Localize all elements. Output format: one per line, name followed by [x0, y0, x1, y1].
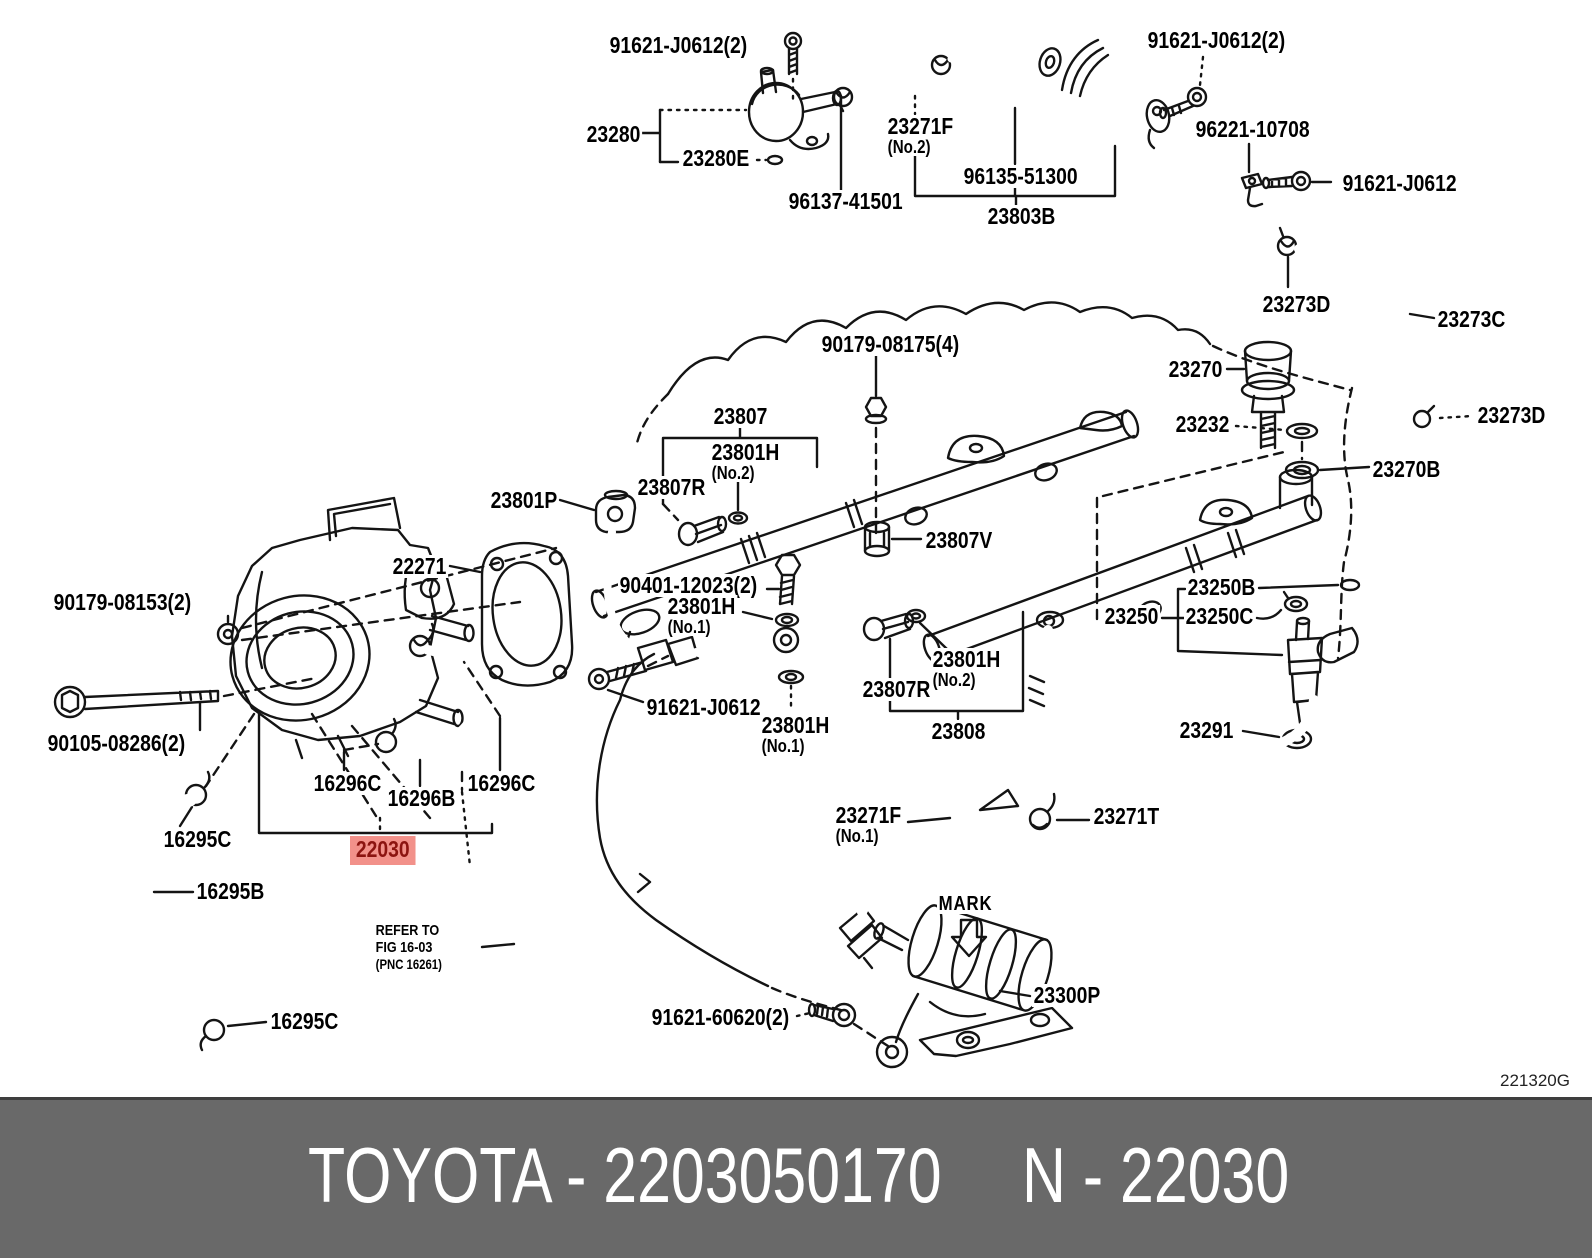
part-label-16296B: 16296B: [386, 785, 458, 811]
part-label-23280E: 23280E: [681, 145, 751, 171]
vapor-hose-23273C: [1276, 226, 1474, 660]
part-label-16296C-left: 16296C: [312, 770, 384, 796]
vacuum-hoses-16296: [342, 622, 502, 788]
part-label-16295C-lower: 16295C: [269, 1008, 341, 1034]
throttle-bracket-22030: [257, 712, 561, 1010]
part-label-drawing-code: 221320G: [1500, 1071, 1570, 1090]
part-label-23807V: 23807V: [924, 527, 994, 553]
part-label-16296C-right: 16296C: [466, 770, 538, 796]
part-label-23270: 23270: [1167, 356, 1225, 382]
part-label-23801H-no1-washer: 23801H(No.1): [760, 712, 832, 756]
part-label-91621-J0612-mid: 91621-J0612: [645, 694, 763, 720]
part-label-23801H-no2-rail2: 23801H(No.2): [931, 646, 1003, 690]
diagram-line-art: [53, 31, 1474, 1069]
part-label-23250: 23250: [1103, 603, 1161, 629]
part-label-23271F-no2: 23271F(No.2): [886, 113, 955, 157]
fuel-rail-1: [590, 409, 1140, 646]
part-label-23273D-clamp-lower: 23273D: [1476, 402, 1548, 428]
fuel-hose-23250-and-injector: [838, 578, 1361, 970]
footer-part-code: N - 22030: [1022, 1130, 1290, 1219]
part-label-91621-60620: 91621-60620(2): [650, 1004, 791, 1030]
vacuum-hose-16295B: [113, 770, 268, 1052]
engine-outline: [635, 301, 1352, 542]
part-label-23270B: 23270B: [1371, 456, 1443, 482]
footer-part-number: TOYOTA - 2203050170: [308, 1130, 942, 1219]
part-label-96221-10708: 96221-10708: [1194, 116, 1312, 142]
fuel-hose-23801P: [558, 489, 805, 712]
throttle-body: [53, 496, 574, 788]
fuel-hose-23271F-no1: [857, 695, 1319, 917]
part-label-23808: 23808: [930, 718, 988, 744]
part-label-90179-08153: 90179-08153(2): [52, 589, 193, 615]
part-label-bolt-91621-j0612-top-left: 91621-J0612(2): [608, 32, 749, 58]
part-label-23250C: 23250C: [1184, 603, 1256, 629]
part-label-96137-41501: 96137-41501: [787, 188, 905, 214]
part-label-bolt-91621-j0612-top-right: 91621-J0612(2): [1146, 27, 1287, 53]
fuel-filter-23300P: [795, 897, 1074, 1069]
part-label-23807: 23807: [712, 403, 770, 429]
part-label-23803B: 23803B: [986, 203, 1058, 229]
part-label-90105-08286: 90105-08286(2): [46, 730, 187, 756]
top-leader-lines: [839, 94, 1117, 208]
mark-arrow-icon: [950, 918, 988, 958]
part-label-16295B: 16295B: [195, 878, 267, 904]
fuel-tube-23803B: [947, 38, 1333, 212]
part-label-23271F-no1: 23271F(No.1): [834, 802, 903, 846]
part-label-23273D-clamp-upper: 23273D: [1261, 291, 1333, 317]
part-label-22271: 22271: [391, 553, 449, 579]
part-label-23291: 23291: [1178, 717, 1236, 743]
part-label-23273C: 23273C: [1436, 306, 1508, 332]
part-label-91621-J0612-right: 91621-J0612: [1341, 170, 1459, 196]
part-label-23807R-rail1: 23807R: [636, 474, 708, 500]
part-label-23801P: 23801P: [489, 487, 559, 513]
part-label-23280: 23280: [585, 121, 643, 147]
footer-banner: TOYOTA - 2203050170 N - 22030: [0, 1097, 1592, 1258]
part-label-90179-08175: 90179-08175(4): [820, 331, 961, 357]
part-label-23801H-no1-bolt: 23801H(No.1): [666, 593, 738, 637]
pulsation-damper-assembly: [640, 31, 952, 166]
part-label-90401-12023: 90401-12023(2): [618, 572, 759, 598]
part-label-16295C-upper: 16295C: [162, 826, 234, 852]
part-label-mark-note: MARK: [937, 893, 995, 915]
part-label-96135-51300: 96135-51300: [962, 163, 1080, 189]
part-label-23801H-no2-rail1: 23801H(No.2): [710, 439, 782, 483]
part-label-23300P: 23300P: [1032, 982, 1102, 1008]
part-label-23271T: 23271T: [1092, 803, 1161, 829]
part-label-23232: 23232: [1174, 411, 1232, 437]
part-label-22030-highlighted: 22030: [350, 836, 416, 865]
part-label-23250B: 23250B: [1186, 574, 1258, 600]
part-label-23807R-rail2: 23807R: [861, 676, 933, 702]
